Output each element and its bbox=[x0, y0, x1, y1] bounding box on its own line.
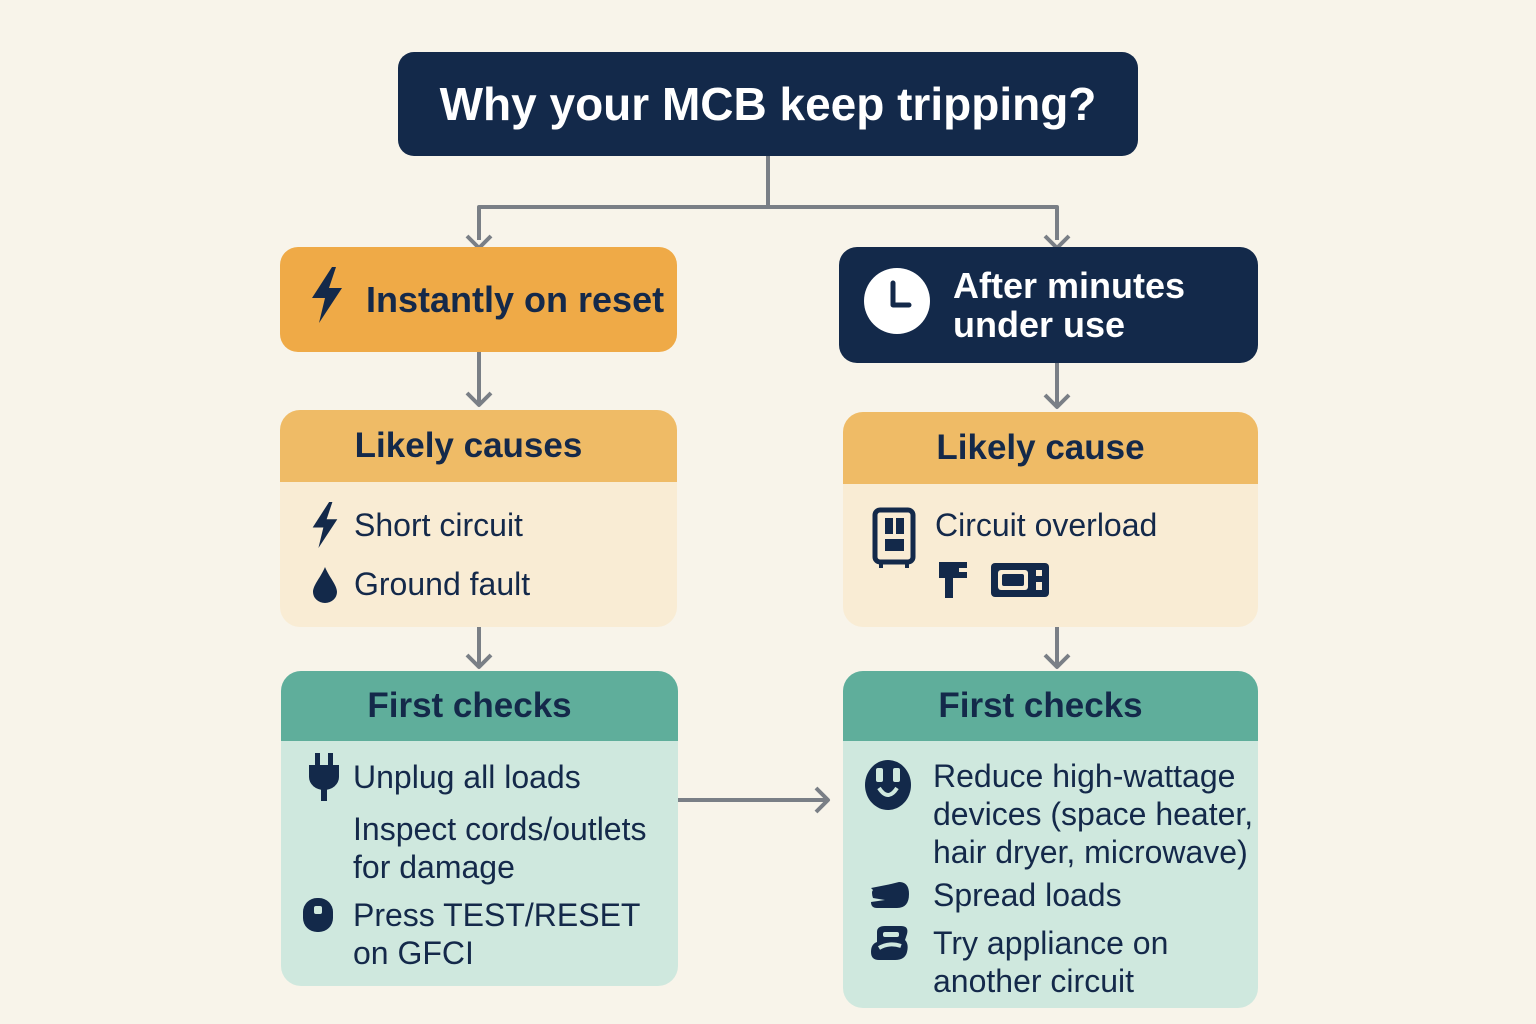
cause-label: Short circuit bbox=[354, 507, 523, 543]
trigger-label: After minutes under use bbox=[953, 265, 1186, 345]
first-checks-card-left: First checks Unplug all loads Inspect co… bbox=[281, 671, 678, 986]
gfci-button-icon bbox=[301, 896, 335, 934]
outlet-icon bbox=[863, 757, 913, 813]
connector-right-causes-checks bbox=[1043, 627, 1071, 669]
card-heading: First checks bbox=[843, 671, 1258, 741]
plug-icon bbox=[307, 753, 341, 801]
connector-left-trigger-causes bbox=[465, 352, 493, 407]
connector-right-trigger-causes bbox=[1043, 363, 1071, 409]
check-label: Try appliance on another circuit bbox=[933, 925, 1169, 999]
lightning-icon bbox=[308, 502, 342, 548]
first-checks-card-right: First checks Reduce high-wattage devices… bbox=[843, 671, 1258, 1008]
cause-item-circuit-overload: Circuit overload bbox=[871, 506, 1157, 570]
clock-icon bbox=[863, 267, 931, 344]
trigger-instantly-on-reset: Instantly on reset bbox=[280, 247, 677, 352]
check-label: Inspect cords/outlets for damage bbox=[353, 811, 647, 885]
microwave-icon bbox=[989, 561, 1051, 604]
cause-item-short-circuit: Short circuit bbox=[308, 502, 523, 548]
check-label: Reduce high-wattage devices (space heate… bbox=[933, 758, 1254, 870]
trigger-after-minutes: After minutes under use bbox=[839, 247, 1258, 363]
check-item-inspect-cords: Inspect cords/outlets for damage bbox=[307, 810, 646, 886]
check-label: Press TEST/RESET on GFCI bbox=[353, 897, 641, 971]
cause-item-ground-fault: Ground fault bbox=[308, 565, 530, 603]
check-label: Spread loads bbox=[933, 877, 1122, 913]
card-heading: Likely causes bbox=[280, 410, 677, 482]
cause-label: Circuit overload bbox=[935, 507, 1158, 543]
check-item-reduce-high-wattage: Reduce high-wattage devices (space heate… bbox=[863, 757, 1253, 871]
page-title-text: Why your MCB keep tripping? bbox=[439, 78, 1097, 130]
card-heading: First checks bbox=[281, 671, 678, 741]
card-heading: Likely cause bbox=[843, 412, 1258, 484]
connector-left-causes-checks bbox=[465, 627, 493, 669]
trigger-label: Instantly on reset bbox=[366, 279, 665, 320]
space-heater-icon bbox=[871, 506, 917, 570]
lightning-icon bbox=[310, 267, 344, 332]
check-item-spread-loads: Spread loads bbox=[867, 876, 1122, 914]
likely-cause-card: Likely cause Circuit overload bbox=[843, 412, 1258, 627]
water-drop-icon bbox=[308, 565, 342, 603]
hair-dryer-icon bbox=[937, 560, 971, 605]
cause-label: Ground fault bbox=[354, 566, 531, 602]
check-item-press-test-reset: Press TEST/RESET on GFCI bbox=[301, 896, 640, 972]
page-title: Why your MCB keep tripping? bbox=[398, 52, 1138, 156]
likely-causes-card: Likely causes Short circuit Ground fault bbox=[280, 410, 677, 627]
connector-title-split bbox=[477, 156, 1059, 240]
check-item-try-another-circuit: Try appliance on another circuit bbox=[867, 924, 1168, 1000]
hand-icon bbox=[867, 876, 913, 914]
check-label: Unplug all loads bbox=[353, 759, 581, 795]
check-item-unplug: Unplug all loads bbox=[307, 753, 581, 801]
connector-left-right-checks bbox=[678, 786, 830, 814]
appliance-icon bbox=[867, 924, 913, 962]
appliance-icons bbox=[937, 560, 1051, 605]
